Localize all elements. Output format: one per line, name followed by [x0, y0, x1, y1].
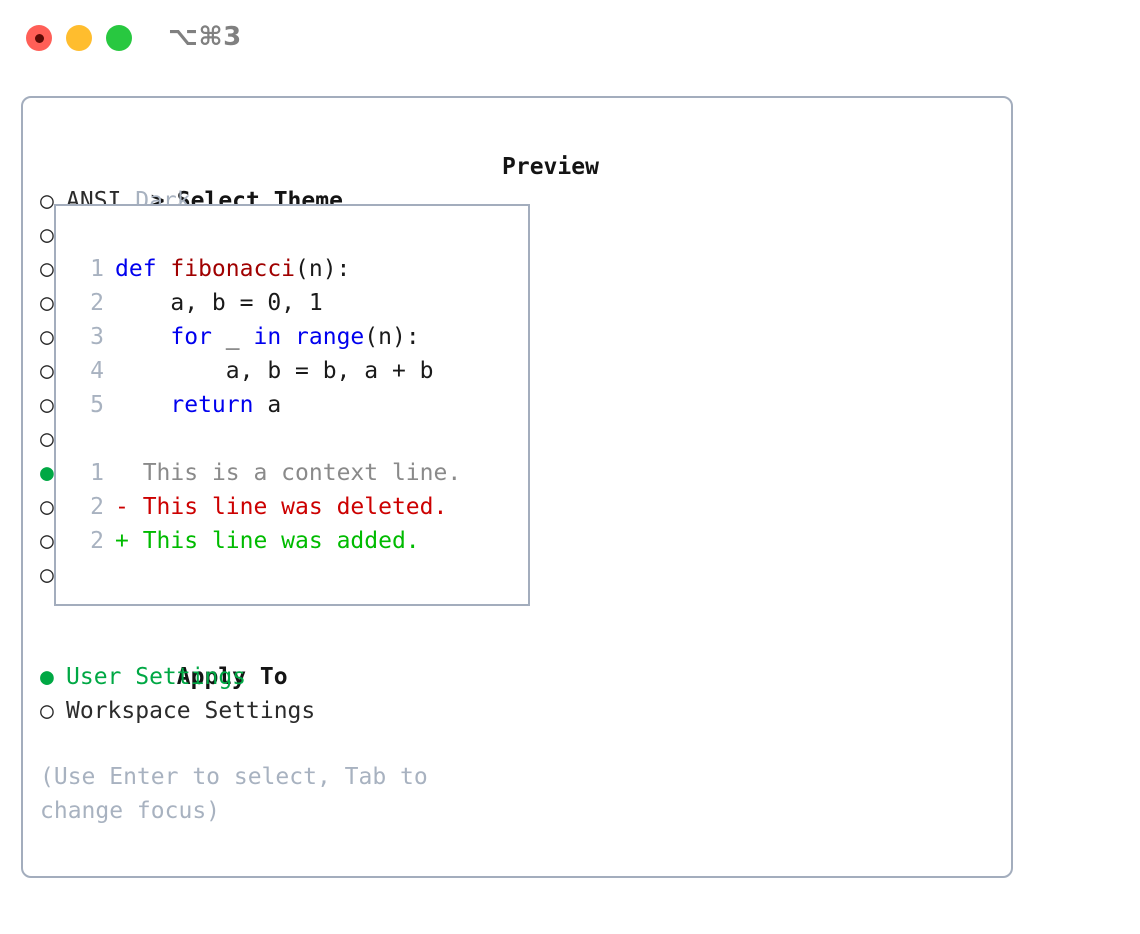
line-number: 1 [90, 460, 104, 486]
preview-heading: Preview [502, 154, 599, 180]
diff-text: This line was added. [142, 528, 420, 554]
diff-block: 1 This is a context line.2- This line wa… [70, 456, 461, 558]
code-token-kw: for [170, 324, 226, 350]
code-token-txt: a [267, 392, 282, 418]
maximize-button[interactable] [106, 25, 132, 51]
line-number: 3 [90, 324, 104, 350]
radio-unselected-icon: ○ [40, 562, 54, 588]
diff-marker: - [115, 494, 143, 520]
code-line: 4 a, b = b, a + b [70, 354, 461, 388]
diff-line-add: 2 + This line was added. [70, 524, 461, 558]
diff-text: This line was deleted. [142, 494, 448, 520]
radio-unselected-icon: ○ [40, 324, 54, 350]
dialog-panel: > Select Theme ○ANSI Dark○Atom One Dark○… [21, 96, 1013, 878]
window-controls [26, 25, 132, 51]
radio-unselected-icon: ○ [40, 698, 54, 724]
code-line: 1 def fibonacci(n): [70, 252, 461, 286]
code-token-kw: in [253, 324, 296, 350]
line-number: 2 [90, 494, 104, 520]
code-line: 3 for _ in range(n): [70, 320, 461, 354]
title-bar: ⌥⌘3 [0, 0, 1140, 78]
apply-to-option-workspace-settings[interactable]: ○ Workspace Settings [40, 694, 490, 728]
preview-column: Preview [502, 150, 992, 184]
code-line: 2 a, b = 0, 1 [70, 286, 461, 320]
code-indent [115, 358, 226, 384]
keyboard-hint-text: (Use Enter to select, Tab to change focu… [40, 764, 442, 824]
code-token-kw: return [170, 392, 268, 418]
apply-to-option-label: User Settings [66, 664, 247, 690]
apply-to-options-list: ● User Settings ○ Workspace Settings [40, 660, 490, 728]
line-number: 4 [90, 358, 104, 384]
radio-unselected-icon: ○ [40, 188, 54, 214]
code-token-txt: a, b = b, a + b [225, 358, 434, 384]
diff-line-del: 2- This line was deleted. [70, 490, 461, 524]
line-number: 1 [90, 256, 104, 282]
diff-marker: + [115, 528, 143, 554]
code-line: 5 return a [70, 388, 461, 422]
apply-to-option-label: Workspace Settings [66, 698, 316, 724]
radio-selected-icon: ● [40, 664, 54, 690]
code-indent [115, 290, 170, 316]
radio-unselected-icon: ○ [40, 222, 54, 248]
line-number: 2 [90, 290, 104, 316]
code-token-kw: range [295, 324, 365, 350]
code-token-fn: fibonacci [170, 256, 296, 282]
radio-selected-icon: ● [40, 460, 54, 486]
radio-unselected-icon: ○ [40, 494, 54, 520]
radio-unselected-icon: ○ [40, 426, 54, 452]
keyboard-shortcut-label: ⌥⌘3 [168, 22, 242, 52]
diff-text: This is a context line. [142, 460, 462, 486]
apply-to-heading-label: Apply To [176, 664, 288, 690]
apply-to-heading: Apply To [40, 626, 490, 690]
radio-unselected-icon: ○ [40, 358, 54, 384]
radio-unselected-icon: ○ [40, 290, 54, 316]
line-number: 2 [90, 528, 104, 554]
code-token-txt: a, b = 0, 1 [170, 290, 323, 316]
code-token-txt: _ [225, 324, 254, 350]
apply-to-option-user-settings[interactable]: ● User Settings [40, 660, 490, 694]
select-theme-heading: > Select Theme [40, 150, 490, 214]
code-token-txt: (n): [295, 256, 351, 282]
code-token-kw: def [115, 256, 171, 282]
diff-line-ctx: 1 This is a context line. [70, 456, 461, 490]
radio-unselected-icon: ○ [40, 392, 54, 418]
code-token-txt: (n): [364, 324, 420, 350]
code-indent [115, 324, 170, 350]
diff-marker [115, 460, 143, 486]
radio-unselected-icon: ○ [40, 256, 54, 282]
code-indent [115, 392, 170, 418]
line-number: 5 [90, 392, 104, 418]
radio-unselected-icon: ○ [40, 528, 54, 554]
minimize-button[interactable] [66, 25, 92, 51]
code-blank-line [70, 422, 461, 456]
close-button[interactable] [26, 25, 52, 51]
